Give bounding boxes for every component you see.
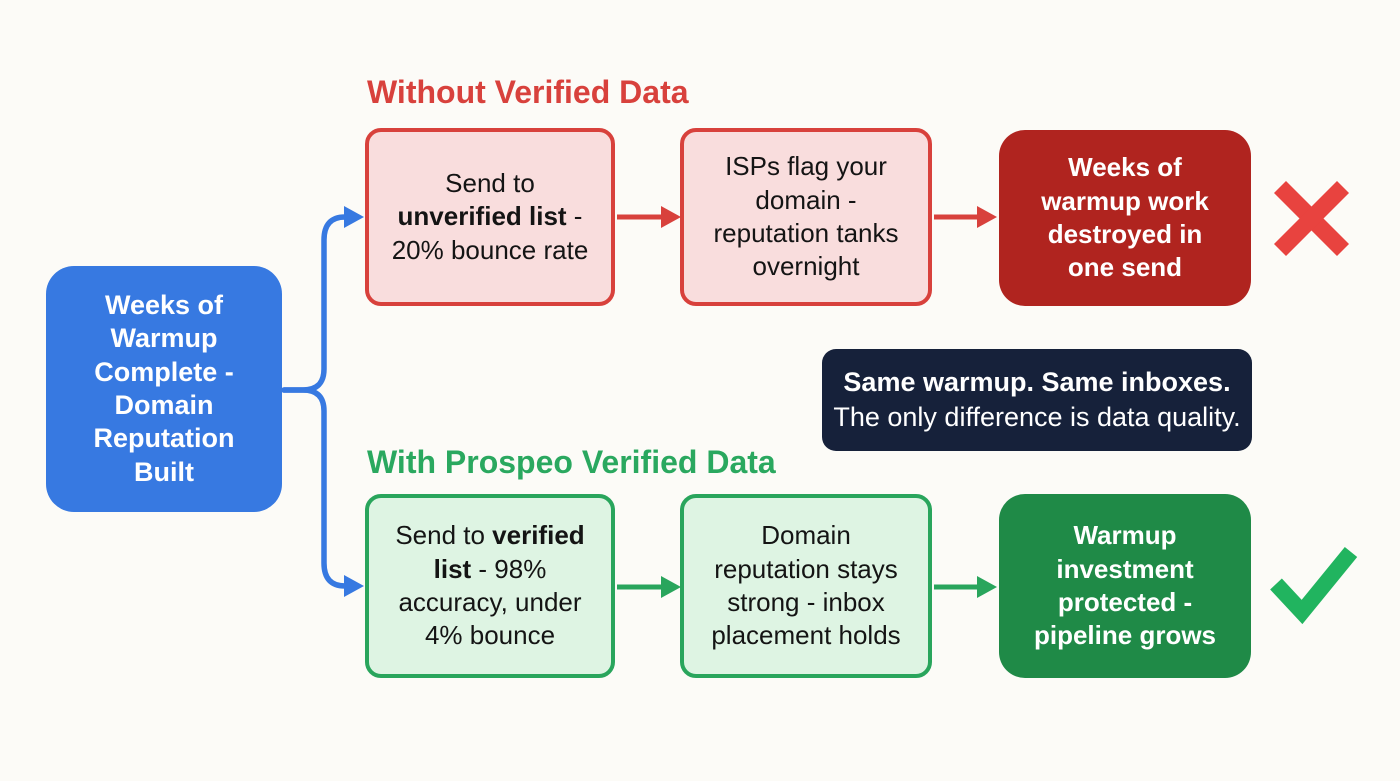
step-text: Send to unverified list - 20% bounce rat… <box>389 167 591 267</box>
note-line-1: Same warmup. Same inboxes. <box>843 366 1231 397</box>
branch-title-with: With Prospeo Verified Data <box>367 444 776 480</box>
x-icon <box>1273 180 1350 257</box>
note-line-2: The only difference is data quality. <box>833 402 1241 432</box>
step-box-unverified-send: Send to unverified list - 20% bounce rat… <box>365 128 615 306</box>
check-icon <box>1270 546 1358 625</box>
arrowhead-down-icon <box>344 575 364 597</box>
outcome-text: Warmup investment protected - pipeline g… <box>1033 520 1217 651</box>
text-segment: Send to <box>445 168 535 199</box>
red-arrowhead-1-icon <box>661 206 681 228</box>
step-text: Send to verified list - 98% accuracy, un… <box>389 519 591 652</box>
outcome-box-destroyed: Weeks of warmup work destroyed in one se… <box>999 130 1251 306</box>
step-text: Domain reputation stays strong - inbox p… <box>711 520 901 651</box>
root-node-label: Weeks of Warmup Complete - Domain Reputa… <box>93 289 235 487</box>
text-segment-bold: verified list <box>433 520 585 584</box>
step-box-reputation-holds: Domain reputation stays strong - inbox p… <box>680 494 932 678</box>
step-box-verified-send: Send to verified list - 98% accuracy, un… <box>365 494 615 678</box>
branch-title-without: Without Verified Data <box>367 74 689 110</box>
step-text: ISPs flag your domain - reputation tanks… <box>713 151 899 282</box>
text-segment: - 98% accuracy, under 4% bounce <box>398 553 582 651</box>
red-arrowhead-2-icon <box>977 206 997 228</box>
outcome-box-protected: Warmup investment protected - pipeline g… <box>999 494 1251 678</box>
step-box-isp-flag: ISPs flag your domain - reputation tanks… <box>680 128 932 306</box>
branch-connector-down <box>281 387 350 589</box>
root-node: Weeks of Warmup Complete - Domain Reputa… <box>46 266 282 512</box>
text-segment-bold: unverified list <box>397 201 567 232</box>
outcome-text: Weeks of warmup work destroyed in one se… <box>1041 152 1209 283</box>
green-arrowhead-1-icon <box>661 576 681 598</box>
text-segment: - 20% bounce rate <box>391 201 589 265</box>
arrowhead-up-icon <box>344 206 364 228</box>
comparison-note: Same warmup. Same inboxes. The only diff… <box>822 349 1252 451</box>
text-segment: Send to <box>395 520 493 551</box>
branch-connector-up <box>281 214 350 393</box>
green-arrowhead-2-icon <box>977 576 997 598</box>
